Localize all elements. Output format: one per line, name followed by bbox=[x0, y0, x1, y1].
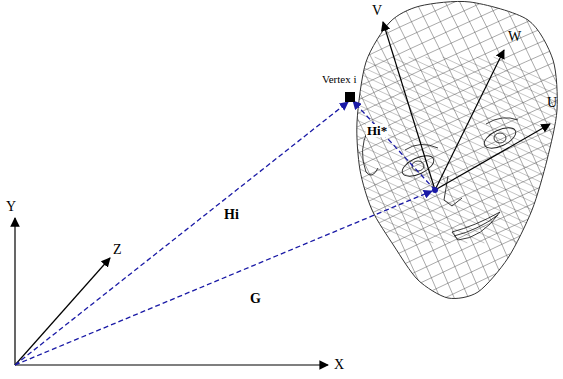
vertex-label: Vertex i bbox=[322, 74, 357, 85]
head-axes bbox=[383, 22, 550, 190]
axis-label: Y bbox=[6, 200, 16, 214]
vector-label: Hi* bbox=[366, 124, 388, 137]
axis-label: V bbox=[372, 4, 382, 18]
world-axes bbox=[15, 218, 328, 365]
axis-label: U bbox=[547, 96, 557, 110]
vector-label: Hi bbox=[224, 208, 239, 222]
axis-label: Z bbox=[113, 243, 122, 257]
vector-label: G bbox=[250, 292, 261, 306]
vertex-marker bbox=[345, 92, 355, 102]
head-wireframe bbox=[18, 0, 563, 379]
axis-label: X bbox=[334, 358, 344, 372]
head-origin bbox=[432, 187, 438, 193]
position-vectors bbox=[15, 101, 435, 365]
axis-label: W bbox=[508, 30, 521, 44]
